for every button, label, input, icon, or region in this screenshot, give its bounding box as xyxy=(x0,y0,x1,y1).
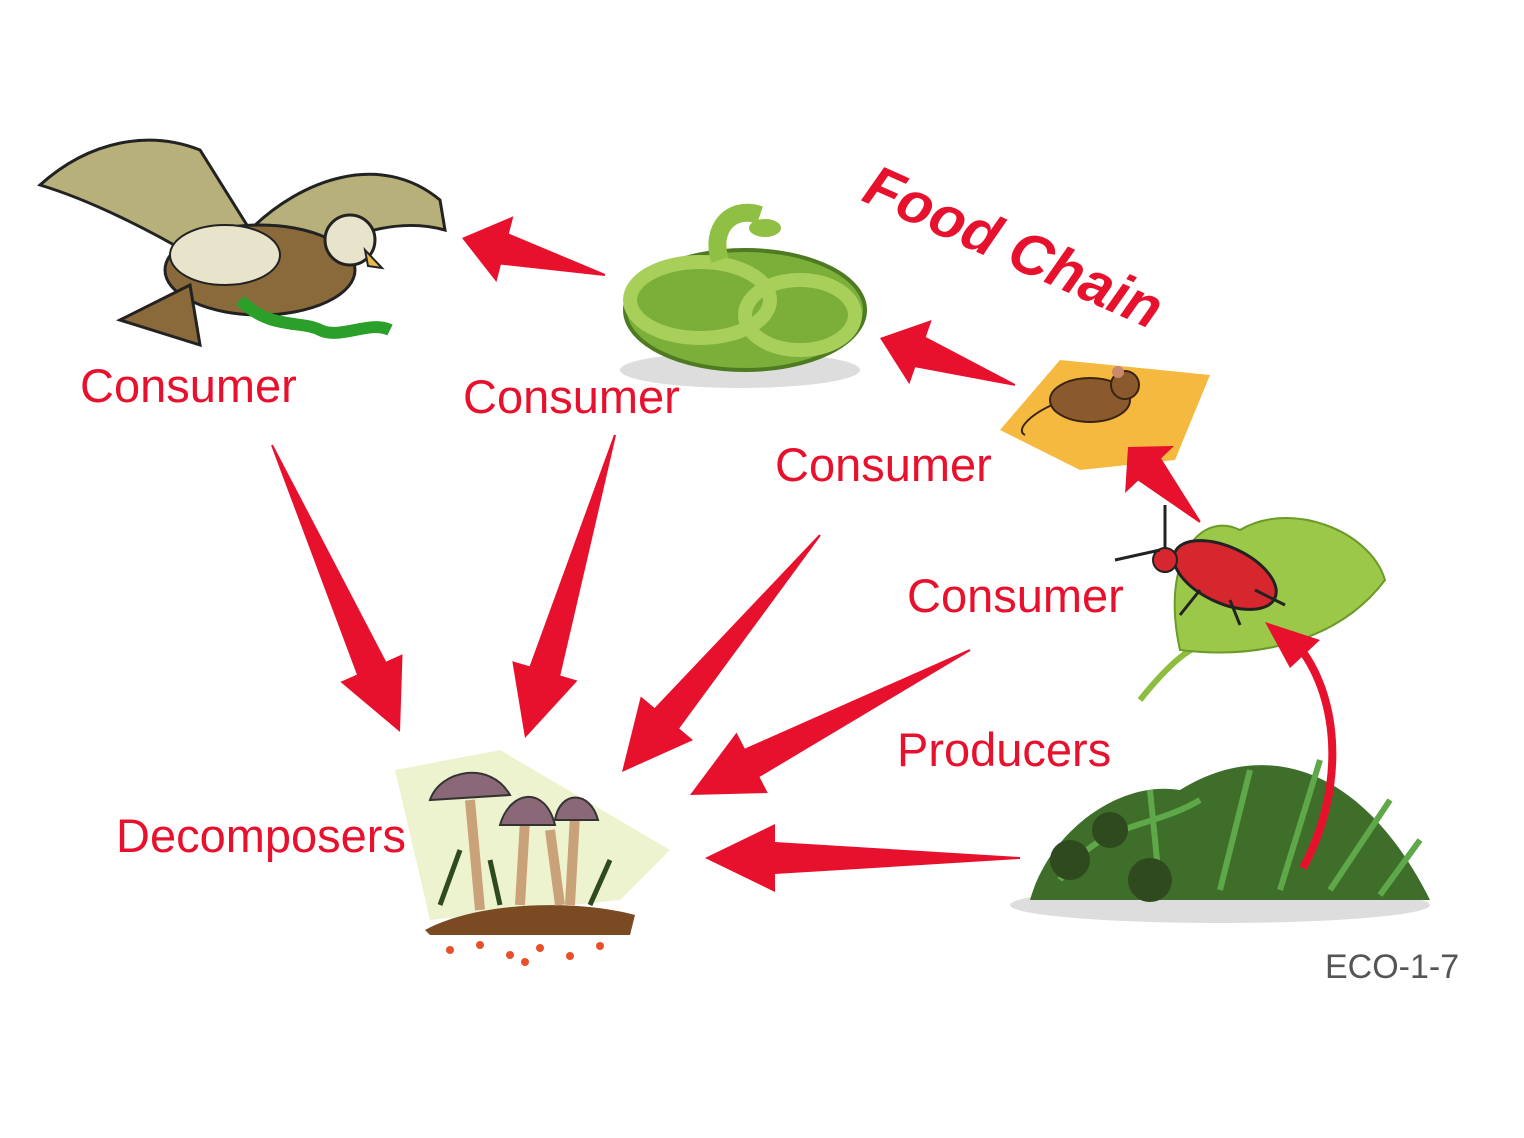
beetle-illustration xyxy=(1114,505,1387,702)
label-mouse-consumer: Consumer xyxy=(775,438,992,491)
arrow-snake-to-decomposers xyxy=(512,434,616,738)
arrow-beetle-to-decomposers xyxy=(690,649,971,795)
arrow-snake-to-eagle xyxy=(462,216,606,282)
figure-code: ECO-1-7 xyxy=(1325,948,1459,986)
arrow-producers-to-beetle-head xyxy=(1265,622,1320,668)
arrow-producers-to-decomposers xyxy=(705,824,1020,892)
arrow-beetle-to-mouse xyxy=(1125,446,1201,523)
label-producers: Producers xyxy=(897,723,1111,776)
grass-illustration xyxy=(1010,759,1430,923)
label-decomposers: Decomposers xyxy=(116,809,406,862)
mouse-illustration xyxy=(1000,360,1210,470)
label-eagle-consumer: Consumer xyxy=(80,359,297,412)
snake-illustration xyxy=(620,203,867,388)
diagram-title: Food Chain xyxy=(855,152,1173,341)
arrow-eagle-to-decomposers xyxy=(271,444,403,732)
mushroom-illustration xyxy=(395,750,670,966)
arrow-mouse-to-decomposers xyxy=(622,534,821,772)
arrow-mouse-to-snake xyxy=(880,320,1016,386)
eagle-illustration xyxy=(37,138,447,348)
label-beetle-consumer: Consumer xyxy=(907,569,1124,622)
arrow-producers-to-beetle xyxy=(1296,645,1337,870)
label-snake-consumer: Consumer xyxy=(463,370,680,423)
